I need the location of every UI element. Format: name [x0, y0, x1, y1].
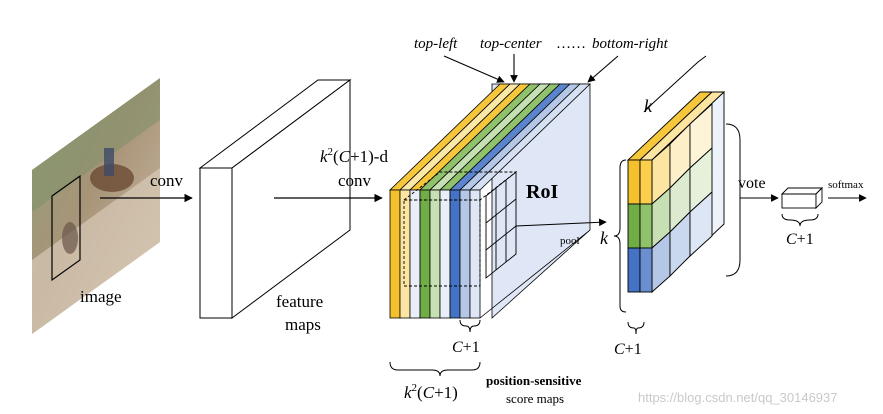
slab-front-yellow-1	[389, 189, 401, 319]
k-top-brace	[643, 55, 707, 113]
k-left-brace	[613, 159, 627, 313]
conv-label: conv	[150, 171, 184, 190]
photo-person	[62, 222, 78, 254]
softmax-label: softmax	[828, 179, 864, 191]
roi-label: RoI	[526, 181, 558, 203]
image-label: image	[80, 287, 122, 306]
feature-maps-box	[198, 79, 352, 319]
conv2-label-line2: conv	[338, 171, 372, 190]
c-plus-1-score-label: C+1	[452, 339, 480, 356]
score-maps-label: score maps	[506, 391, 564, 406]
dots-label: ……	[556, 36, 586, 52]
c-plus-1-vector-label: C+1	[786, 231, 814, 248]
k-top-label: k	[644, 96, 653, 116]
top-left-arrow	[443, 55, 505, 83]
score-maps-stack	[389, 83, 591, 319]
photo-ground	[32, 168, 160, 334]
photo-rider	[104, 148, 114, 176]
k2-c-plus-1-label: k2(C+1)	[404, 382, 458, 402]
k-left-label: k	[600, 228, 609, 248]
c-plus-1-brace-score	[459, 319, 481, 333]
c-plus-1-brace-vector	[781, 213, 819, 227]
photo-background-trees	[32, 78, 160, 212]
photo-horse	[90, 164, 134, 192]
position-sensitive-label: position-sensitive	[486, 373, 582, 388]
input-image	[32, 78, 160, 334]
vote-label: vote	[738, 175, 766, 192]
vote-bracket	[725, 123, 741, 277]
slab-front-yellow-2	[399, 189, 411, 319]
pool-label: pool	[560, 235, 580, 247]
score-maps-bottom-edge	[479, 229, 591, 319]
c-plus-1-brace-grid	[627, 321, 645, 335]
c-plus-1-grid-label: C+1	[614, 341, 642, 358]
top-center-label: top-center	[480, 36, 542, 52]
slab-front-green-1	[419, 189, 431, 319]
slab-front-blue-3	[469, 189, 481, 319]
roi-region	[402, 171, 518, 287]
class-score-vector	[780, 186, 824, 210]
top-left-label: top-left	[414, 36, 458, 52]
k2-conv-label: k2(C+1)-d	[320, 146, 388, 166]
pooled-grid	[626, 90, 726, 294]
image-roi-box	[51, 174, 81, 282]
slab-front-gap-1	[409, 189, 421, 319]
slab-front-blue-2	[459, 189, 471, 319]
k2-brace	[389, 361, 481, 377]
feature-label-line1: feature	[276, 292, 323, 311]
slab-front-gap-2	[439, 189, 451, 319]
bottom-right-arrow	[587, 55, 619, 83]
pool-arrow	[515, 218, 607, 227]
bottom-right-label: bottom-right	[592, 36, 669, 52]
feature-label-line2: maps	[285, 315, 321, 334]
watermark-text: https://blog.csdn.net/qq_30146937	[638, 390, 838, 405]
slab-front-green-2	[429, 189, 441, 319]
roi-dashed-front	[403, 199, 481, 287]
slab-front-blue-1	[449, 189, 461, 319]
